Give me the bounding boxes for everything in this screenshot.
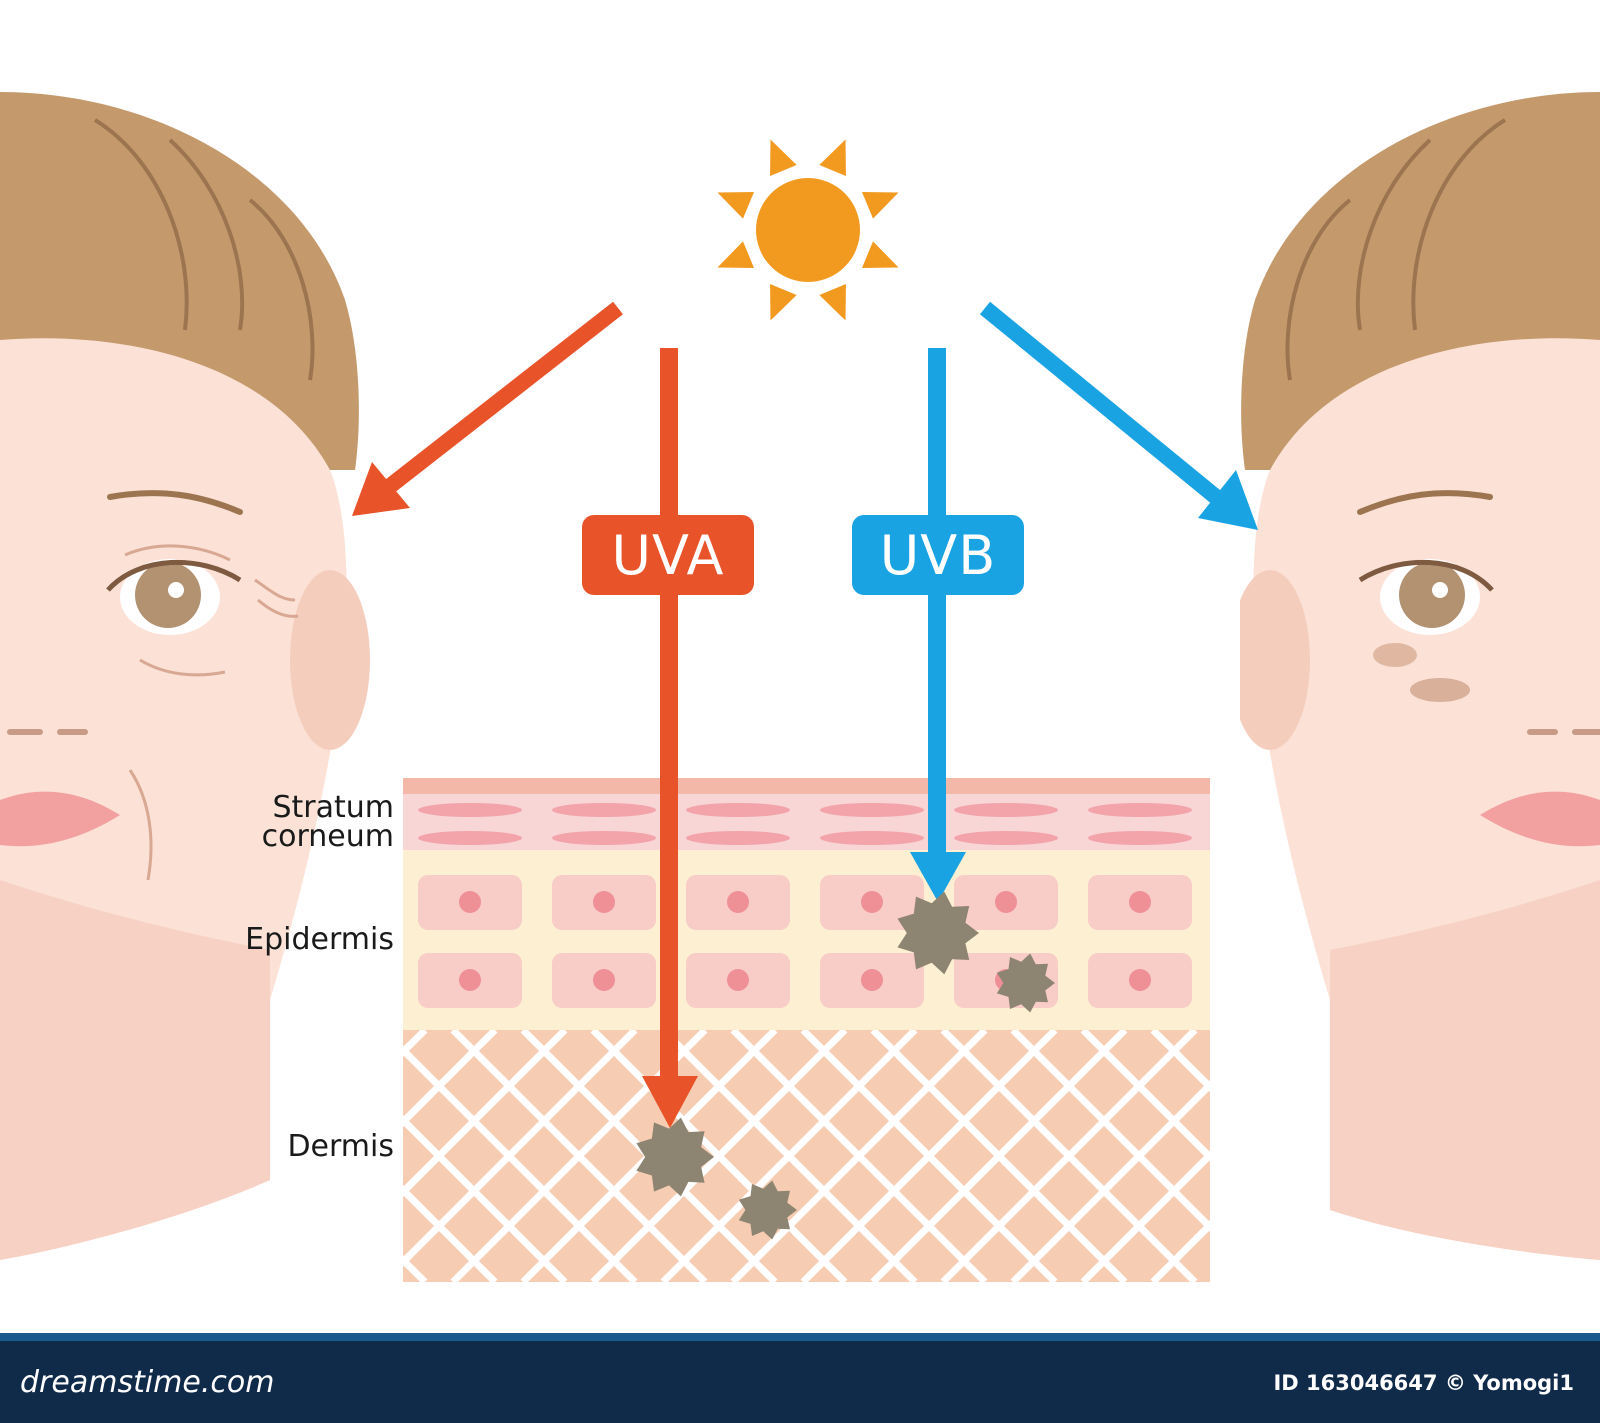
uvb-label: UVB xyxy=(852,515,1024,595)
stratum-corneum-label-line1: Stratum xyxy=(272,790,394,825)
pigment-spot xyxy=(1373,643,1417,667)
melanin-granule-icon xyxy=(996,953,1055,1013)
sun-ray xyxy=(819,139,846,177)
collagen-fiber xyxy=(1150,1220,1210,1282)
stratum-corneum-label: Stratum corneum xyxy=(261,790,394,854)
stratum-corneum-layer xyxy=(403,794,1210,850)
corneum-cell xyxy=(1088,831,1192,845)
right-face-illustration xyxy=(1240,92,1600,1260)
corneum-cell xyxy=(686,831,790,845)
cell-nucleus xyxy=(727,891,749,913)
corneum-cell xyxy=(686,803,790,817)
collagen-fiber xyxy=(1010,1080,1210,1282)
collagen-fiber xyxy=(1080,1150,1210,1282)
cell-nucleus xyxy=(861,969,883,991)
collagen-fiber xyxy=(870,1030,1128,1282)
left-face-illustration xyxy=(0,92,370,1260)
melanin-granule-icon xyxy=(636,1117,714,1197)
cell-nucleus xyxy=(995,891,1017,913)
collagen-fiber xyxy=(403,1030,568,1197)
sun-ray xyxy=(819,283,846,321)
stratum-corneum-top-edge xyxy=(403,778,1210,794)
footer-credit: ID 163046647 © Yomogi1 xyxy=(1273,1371,1574,1395)
collagen-fiber xyxy=(660,1030,918,1282)
corneum-cell xyxy=(552,803,656,817)
footer-brand: dreamstime.com xyxy=(20,1365,275,1400)
collagen-fiber xyxy=(730,1030,988,1282)
collagen-fiber xyxy=(940,1030,1198,1282)
pigment-spot xyxy=(1410,678,1470,702)
cell-nucleus xyxy=(459,969,481,991)
footer-bar: dreamstime.com ID 163046647 © Yomogi1 xyxy=(0,1333,1600,1423)
stratum-corneum-label-line2: corneum xyxy=(261,819,394,854)
sun-disc xyxy=(756,178,860,282)
uva-label: UVA xyxy=(582,515,754,595)
collagen-fiber xyxy=(403,1030,498,1127)
corneum-cell xyxy=(820,803,924,817)
sun-ray xyxy=(717,192,755,219)
left-face-lips xyxy=(0,791,120,847)
corneum-cell xyxy=(418,831,522,845)
melanin-granule-icon xyxy=(897,891,979,975)
uvb-arrow-to-face xyxy=(979,301,1258,530)
left-face-ear xyxy=(290,570,370,750)
sun-ray xyxy=(770,139,797,177)
sun-icon xyxy=(717,139,899,321)
right-face-lips xyxy=(1480,791,1600,847)
melanin-granule-icon xyxy=(738,1180,797,1240)
collagen-fiber xyxy=(800,1030,1058,1282)
collagen-fiber xyxy=(403,1030,638,1267)
uva-arrow-to-face xyxy=(352,301,623,516)
collagen-fiber xyxy=(590,1030,848,1282)
epidermis-label: Epidermis xyxy=(245,922,394,957)
cell-nucleus xyxy=(1129,891,1151,913)
cell-nucleus xyxy=(459,891,481,913)
sun-ray xyxy=(770,283,797,321)
uvb-arrow-into-epidermis xyxy=(910,348,966,902)
cell-nucleus xyxy=(1129,969,1151,991)
corneum-cell xyxy=(820,831,924,845)
cell-nucleus xyxy=(593,891,615,913)
sun-ray xyxy=(861,192,899,219)
collagen-fiber xyxy=(403,1185,498,1282)
right-face-ear xyxy=(1240,570,1310,750)
cell-nucleus xyxy=(861,891,883,913)
corneum-cell xyxy=(1088,803,1192,817)
corneum-cell xyxy=(954,803,1058,817)
corneum-cell xyxy=(418,803,522,817)
sun-ray xyxy=(717,241,755,268)
cell-nucleus xyxy=(593,969,615,991)
sun-ray xyxy=(861,241,899,268)
corneum-cell xyxy=(552,831,656,845)
epidermis-layer xyxy=(403,850,1210,1030)
dermis-label: Dermis xyxy=(287,1129,394,1164)
collagen-fiber xyxy=(1150,1030,1210,1092)
corneum-cell xyxy=(954,831,1058,845)
cell-nucleus xyxy=(727,969,749,991)
